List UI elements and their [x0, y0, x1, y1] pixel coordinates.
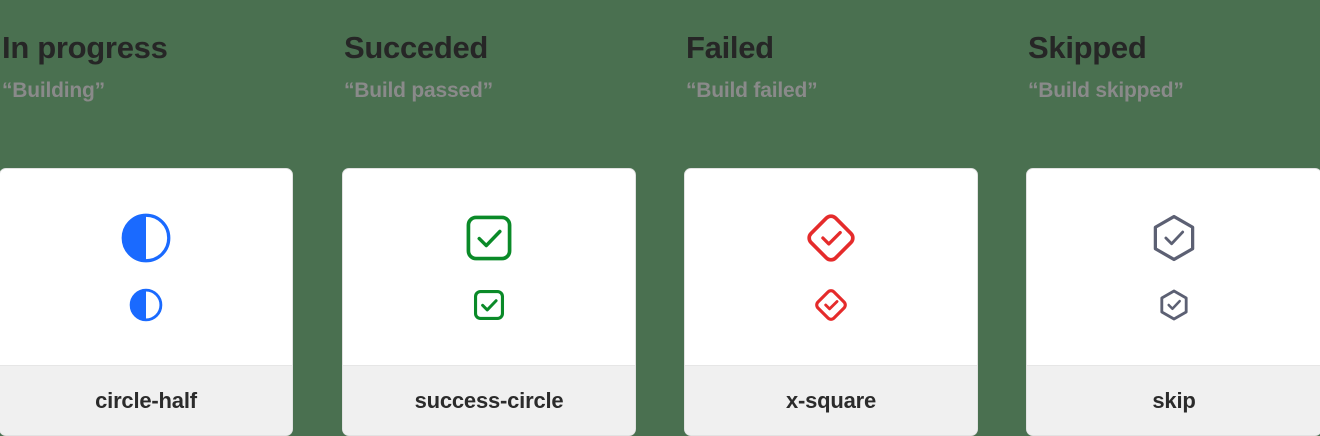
- icon-name-bar: skip: [1027, 365, 1320, 435]
- icon-name-bar: success-circle: [343, 365, 635, 435]
- x-square-icon: [805, 212, 857, 264]
- skip-icon-small: [1157, 288, 1191, 322]
- icon-name-bar: circle-half: [0, 365, 292, 435]
- status-subtitle: “Build passed”: [344, 78, 493, 102]
- page-title: Succeded: [344, 30, 489, 65]
- circle-half-icon-small: [129, 288, 163, 322]
- column-header-skipped: Skipped “Build skipped”: [1026, 0, 1320, 168]
- column-header-in-progress: In progress “Building”: [0, 0, 294, 168]
- status-subtitle: “Build skipped”: [1028, 78, 1184, 102]
- column-header-failed: Failed “Build failed”: [684, 0, 978, 168]
- icon-card-skip[interactable]: skip: [1026, 168, 1320, 436]
- icon-preview-area: [685, 169, 977, 365]
- icon-card-success-circle[interactable]: success-circle: [342, 168, 636, 436]
- status-column-in-progress: In progress “Building”: [0, 0, 294, 436]
- page-title: Skipped: [1028, 30, 1147, 65]
- icon-name-label: x-square: [785, 387, 877, 413]
- success-circle-icon: [463, 212, 515, 264]
- icon-preview-area: [1027, 169, 1320, 365]
- icon-card-circle-half[interactable]: circle-half: [0, 168, 293, 436]
- icon-name-label: skip: [1152, 387, 1196, 413]
- page-title: In progress: [2, 30, 168, 65]
- icon-name-label: circle-half: [95, 387, 197, 413]
- skip-icon: [1148, 212, 1200, 264]
- status-column-skipped: Skipped “Build skipped”: [1026, 0, 1320, 436]
- status-subtitle: “Building”: [2, 78, 105, 102]
- column-header-succeded: Succeded “Build passed”: [342, 0, 636, 168]
- circle-half-icon: [120, 212, 172, 264]
- success-circle-icon-small: [472, 288, 506, 322]
- x-square-icon-small: [814, 288, 848, 322]
- icon-preview-area: [343, 169, 635, 365]
- status-column-succeded: Succeded “Build passed”: [342, 0, 636, 436]
- page-title: Failed: [686, 30, 774, 65]
- status-subtitle: “Build failed”: [686, 78, 818, 102]
- status-column-failed: Failed “Build failed”: [684, 0, 978, 436]
- icon-name-label: success-circle: [414, 387, 564, 413]
- icon-name-bar: x-square: [685, 365, 977, 435]
- icon-card-x-square[interactable]: x-square: [684, 168, 978, 436]
- icon-preview-area: [0, 169, 292, 365]
